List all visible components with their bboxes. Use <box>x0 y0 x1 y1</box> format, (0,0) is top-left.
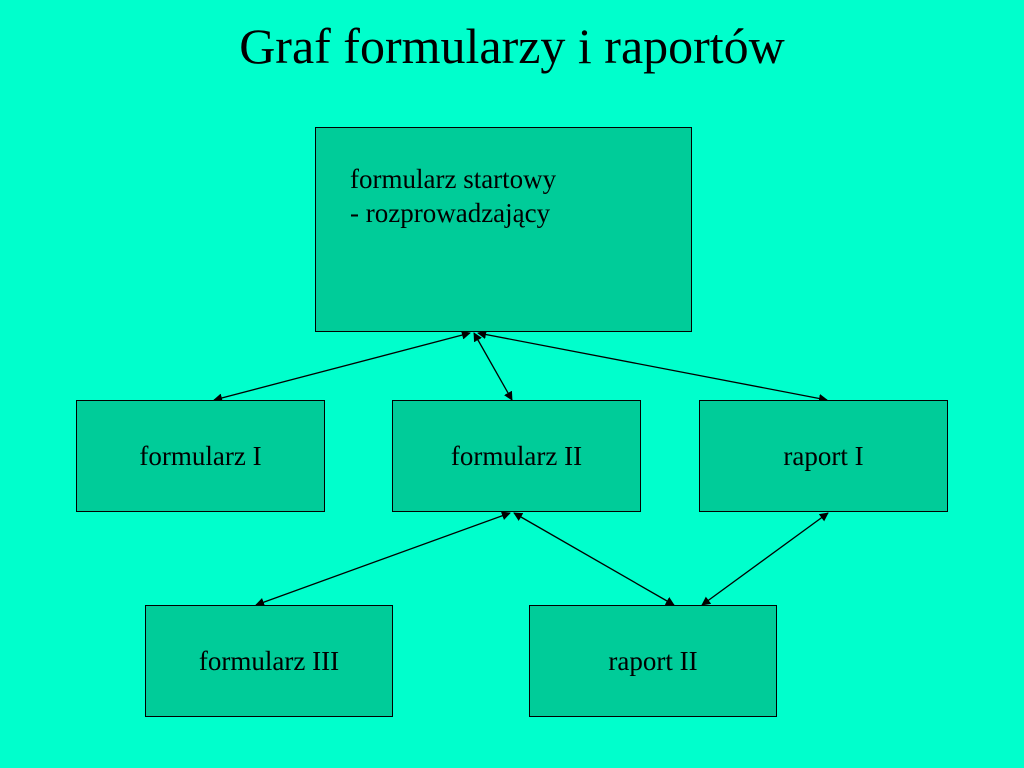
node-form3-label: formularz III <box>198 646 340 676</box>
node-form2-label: formularz II <box>450 441 583 471</box>
edge-report1-report2 <box>701 512 829 606</box>
edge-form2-report2 <box>513 512 675 606</box>
node-form3: formularz III <box>145 605 393 717</box>
edge-start-report1 <box>477 330 828 403</box>
node-start-line2: - rozprowadzający <box>350 198 551 228</box>
edge-start-form1 <box>213 330 471 403</box>
node-report1: raport I <box>699 400 948 512</box>
node-start-line1: formularz startowy <box>350 164 557 194</box>
node-start-form: formularz startowy - rozprowadzający <box>315 127 692 332</box>
node-report1-label: raport I <box>783 441 864 471</box>
node-report2: raport II <box>529 605 777 717</box>
page-title: Graf formularzy i raportów <box>239 18 785 74</box>
node-report2-label: raport II <box>608 646 698 676</box>
edge-start-form2 <box>473 332 513 401</box>
edge-form2-form3 <box>255 511 511 607</box>
node-form1-label: formularz I <box>139 441 262 471</box>
node-form1: formularz I <box>76 400 325 512</box>
node-form2: formularz II <box>392 400 641 512</box>
